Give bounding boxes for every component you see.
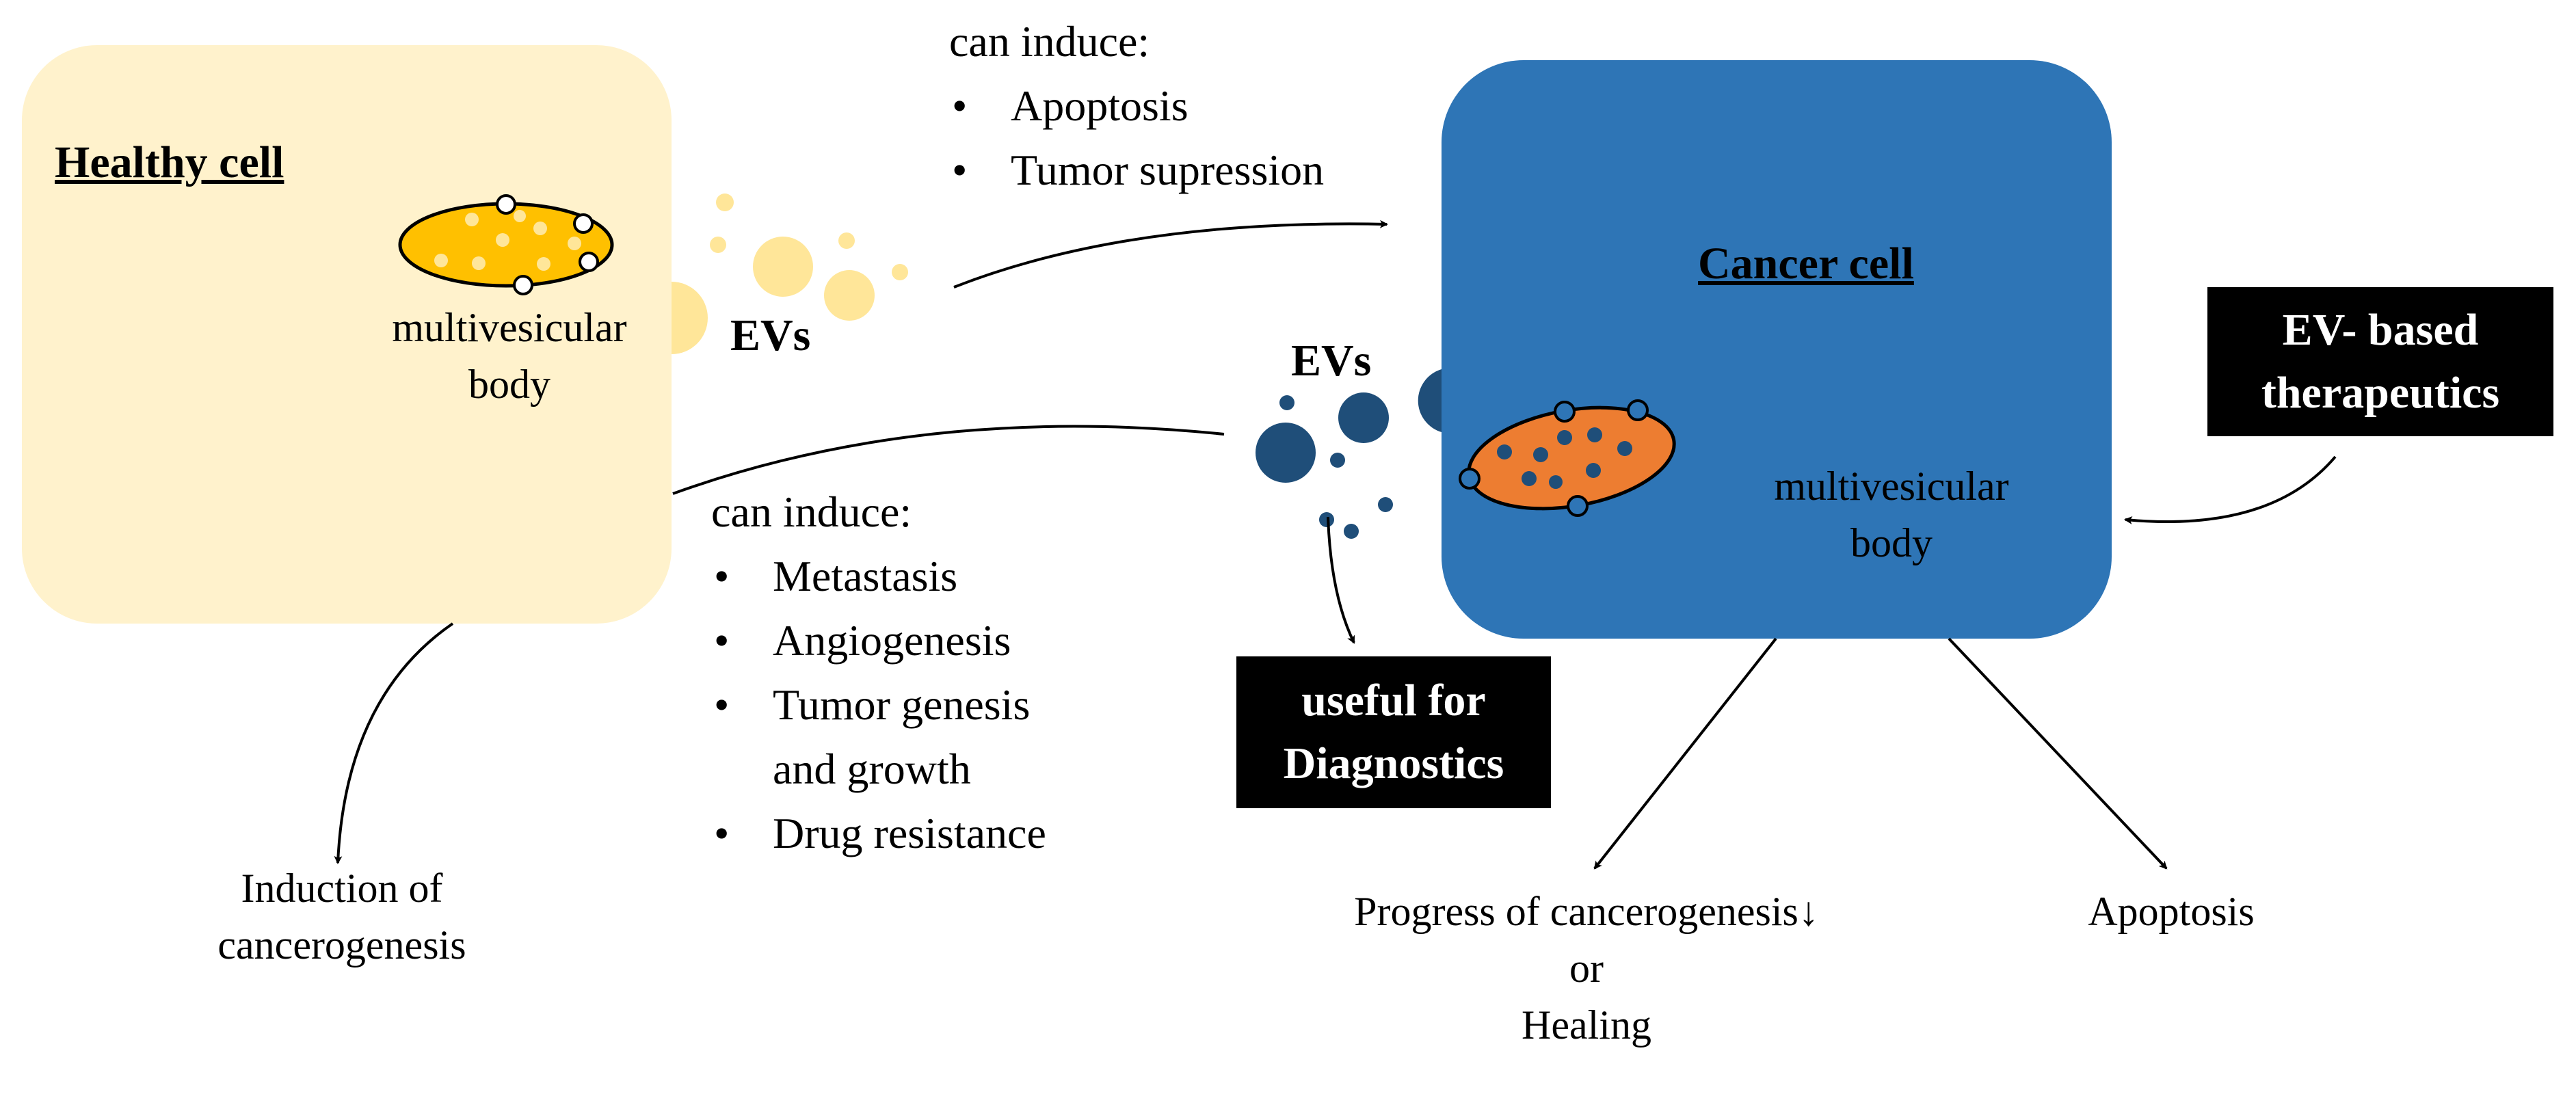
cancer-mvb: [1459, 399, 1676, 517]
cancer-cell-title: Cancer cell: [1698, 239, 1914, 289]
outcome-line: or: [1569, 945, 1604, 991]
list-item: Drug resistance: [711, 801, 1046, 866]
cancer-evs-label: EVs: [1291, 336, 1372, 386]
list-heading: can induce:: [711, 488, 912, 536]
healthy-evs: [672, 194, 908, 354]
list-item: Tumor genesis and growth: [711, 673, 1046, 801]
arrow-to-apoptosis: [1948, 637, 2168, 870]
healthy-effects-list: can induce: Apoptosis Tumor supression: [949, 10, 1324, 202]
outcome-line: cancerogenesis: [217, 922, 466, 968]
healthy-mvb-label: multivesicular body: [366, 299, 653, 413]
apoptosis-outcome: Apoptosis: [2088, 889, 2255, 934]
healthy-cell-title: Healthy cell: [55, 137, 284, 187]
mvb-label-line: body: [468, 361, 550, 407]
box-line: Diagnostics: [1283, 738, 1504, 788]
arrow-from-therapeutics: [2124, 455, 2337, 524]
list-item: Metastasis: [711, 544, 1046, 609]
cancer-mvb-label: multivesicular body: [1748, 458, 2035, 572]
arrow-to-progress: [1593, 637, 1777, 870]
mvb-notch: [573, 213, 594, 234]
progress-outcome: Progress of cancerogenesis↓ or Healing: [1245, 883, 1928, 1053]
arrow-to-induction: [334, 622, 454, 864]
induction-outcome: Induction of cancerogenesis: [137, 860, 547, 974]
outcome-line: Healing: [1522, 1002, 1651, 1048]
cancer-evs: [1256, 369, 1442, 539]
outcome-line: Induction of: [241, 866, 443, 911]
box-line: EV- based: [2282, 304, 2479, 355]
cancer-cell: [1442, 60, 2112, 639]
cancer-effects-list: can induce: Metastasis Angiogenesis Tumo…: [711, 480, 1046, 866]
mvb-notch: [579, 252, 599, 272]
mvb-label-line: body: [1850, 520, 1933, 565]
line-cancer-to-healthy: [672, 425, 1225, 495]
healthy-evs-label: EVs: [730, 310, 811, 360]
list-heading: can induce:: [949, 17, 1150, 66]
outcome-line: Progress of cancerogenesis↓: [1354, 889, 1819, 934]
mvb-notch: [496, 194, 516, 215]
arrow-to-diagnostics: [1327, 516, 1355, 644]
healthy-cell: [22, 45, 672, 624]
diagnostics-box: useful for Diagnostics: [1236, 656, 1551, 808]
arrows: [334, 219, 2337, 870]
list-item: Apoptosis: [949, 74, 1324, 138]
arrow-healthy-to-cancer: [953, 219, 1388, 289]
box-line: therapeutics: [2261, 368, 2500, 418]
healthy-mvb: [398, 194, 614, 295]
mvb-label-line: multivesicular: [1774, 464, 2009, 509]
box-line: useful for: [1301, 675, 1486, 725]
mvb-label-line: multivesicular: [392, 305, 627, 350]
list-item: Angiogenesis: [711, 609, 1046, 673]
therapeutics-box: EV- based therapeutics: [2207, 287, 2553, 436]
mvb-notch: [513, 275, 533, 295]
list-item: Tumor supression: [949, 138, 1324, 202]
